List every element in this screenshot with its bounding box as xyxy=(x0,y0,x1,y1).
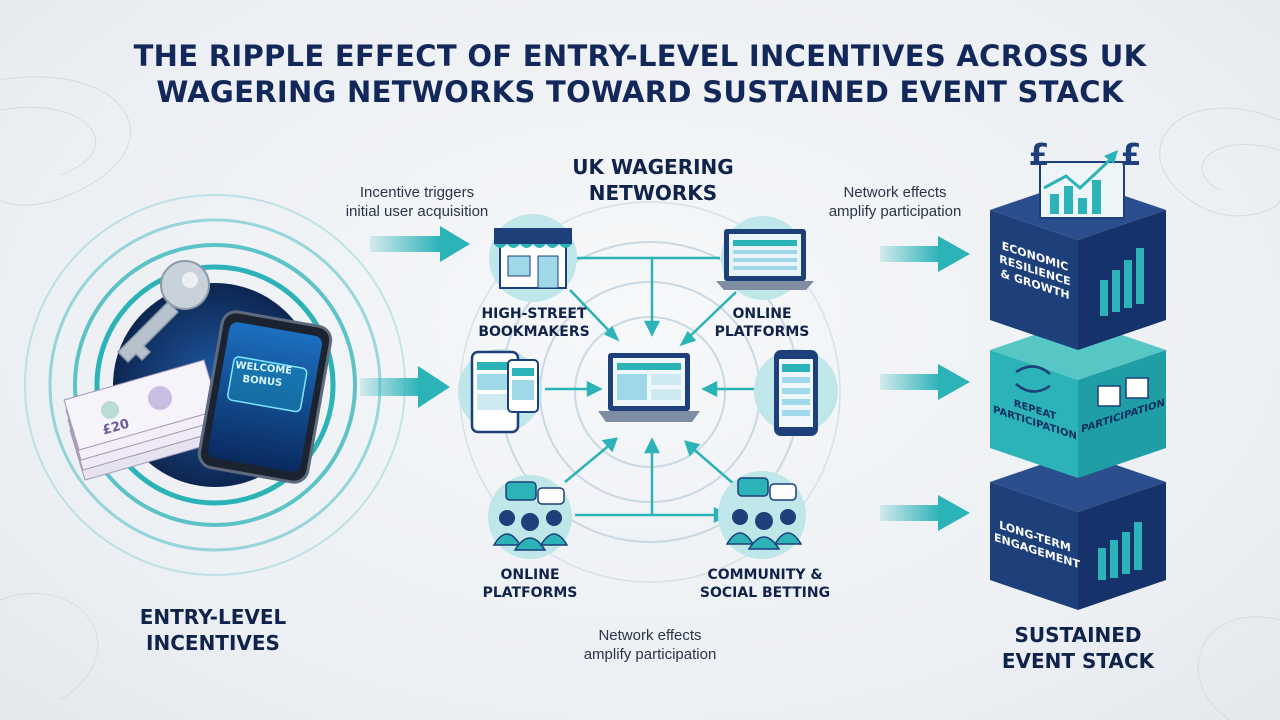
network-connectors xyxy=(545,256,770,524)
cube-top-economic xyxy=(990,180,1166,350)
online-chat-users-icon xyxy=(488,475,572,559)
right-caption: Network effects amplify participation xyxy=(828,184,962,220)
network-bottom-caption: Network effects amplify participation xyxy=(583,627,717,663)
mobile-devices-icon xyxy=(458,349,542,434)
community-social-betting-icon xyxy=(718,471,806,559)
arrows-network-to-stack xyxy=(880,236,970,531)
background-contours xyxy=(0,76,1280,720)
pound-icon-right: £ xyxy=(1120,138,1142,173)
arrow-left-to-network xyxy=(360,226,470,408)
node-label-online-platforms-bottom: ONLINE PLATFORMS xyxy=(482,567,578,601)
node-label-community-social-betting: COMMUNITY & SOCIAL BETTING xyxy=(699,567,831,601)
left-caption: Incentive triggers initial user acquisit… xyxy=(345,184,489,220)
smartphone-app-icon xyxy=(754,349,838,436)
phone-icon xyxy=(197,310,333,484)
laptop-platform-icon xyxy=(716,216,814,300)
page-title-line-1: THE RIPPLE EFFECT OF ENTRY-LEVEL INCENTI… xyxy=(133,39,1147,73)
sustained-event-stack-label: SUSTAINED EVENT STACK xyxy=(1001,623,1155,673)
calendar-icon xyxy=(1097,377,1149,407)
banknote-stack-icon xyxy=(63,359,226,481)
cube-bottom-engagement xyxy=(990,452,1166,610)
page-title-line-2: WAGERING NETWORKS TOWARD SUSTAINED EVENT… xyxy=(156,75,1124,109)
page-title: THE RIPPLE EFFECT OF ENTRY-LEVEL INCENTI… xyxy=(0,38,1280,110)
entry-level-incentives-label: ENTRY-LEVEL INCENTIVES xyxy=(139,605,287,655)
network-heading: UK WAGERING NETWORKS xyxy=(572,155,734,205)
node-label-high-street-bookmakers: HIGH-STREET BOOKMAKERS xyxy=(478,306,590,340)
repeat-arrows-icon xyxy=(1015,365,1051,393)
key-icon xyxy=(116,260,210,364)
pound-icon-left: £ xyxy=(1028,138,1050,173)
bookmaker-shop-icon xyxy=(489,214,577,302)
node-label-online-platforms-top: ONLINE PLATFORMS xyxy=(714,306,810,340)
growth-chart-icon xyxy=(1039,150,1125,219)
central-hub-laptop-icon xyxy=(598,353,700,422)
